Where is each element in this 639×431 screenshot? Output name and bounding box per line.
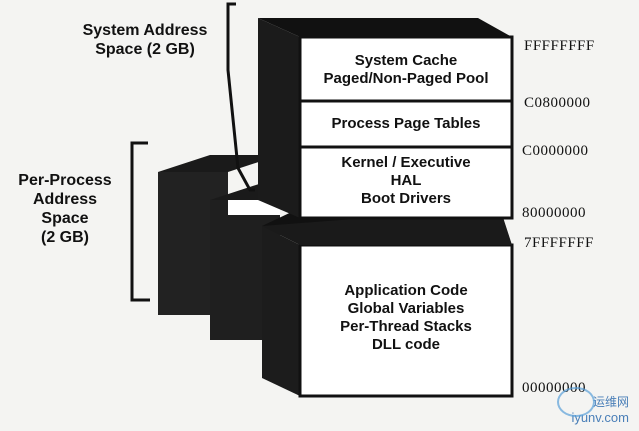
watermark-logo-icon xyxy=(557,387,596,417)
per-process-bracket xyxy=(130,141,150,302)
address-top: FFFFFFFF xyxy=(524,38,595,54)
address-page-table-boundary: C0000000 xyxy=(522,143,589,159)
system-cache-region: System Cache Paged/Non-Paged Pool xyxy=(323,52,489,87)
system-space-bracket xyxy=(226,2,255,192)
site-watermark: 运维网 iyunv.com xyxy=(557,387,629,425)
address-kernel-base: 80000000 xyxy=(522,205,586,221)
page-tables-region: Process Page Tables xyxy=(331,115,481,132)
kernel-region: Kernel / Executive HAL Boot Drivers xyxy=(341,154,471,207)
per-process-space-label: Per-Process Address Space (2 GB) xyxy=(18,172,112,246)
system-space-label: System Address Space (2 GB) xyxy=(82,22,208,58)
watermark-cn: 运维网 xyxy=(592,395,629,409)
address-pool-boundary: C0800000 xyxy=(524,95,591,111)
user-space-box xyxy=(262,208,514,398)
application-region: Application Code Global Variables Per-Th… xyxy=(340,282,472,353)
address-user-top: 7FFFFFFF xyxy=(524,235,594,251)
system-space-box xyxy=(258,18,514,220)
